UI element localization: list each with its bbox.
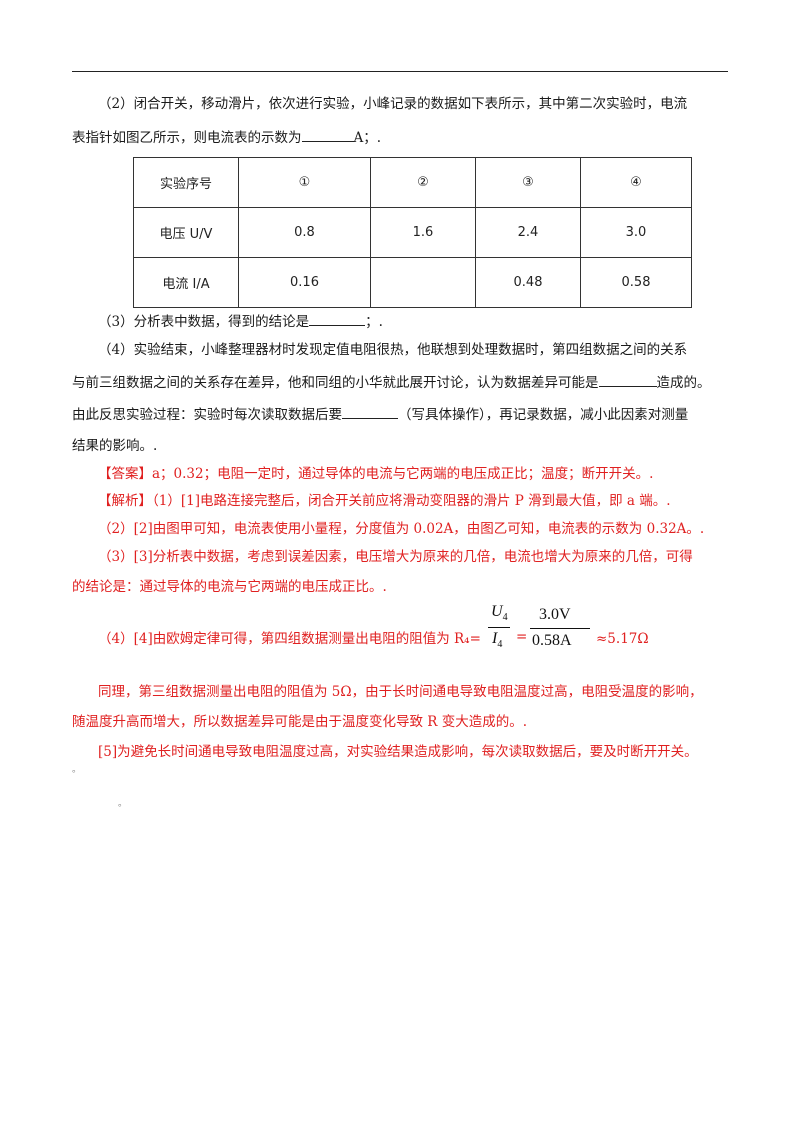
formula-fraction-values: 3.0V 0.58A: [526, 606, 594, 654]
table-cell: [370, 257, 476, 308]
analysis-p6: [5]为避免长时间通电导致电阻温度过高，对实验结果造成影响，每次读取数据后，要及…: [98, 744, 698, 760]
paragraph-mark: 。: [72, 765, 82, 775]
q4-line4: 结果的影响。.: [72, 438, 158, 454]
fraction-denominator: I4: [492, 630, 503, 651]
header-rule: [72, 71, 728, 72]
analysis-p3-line2: 的结论是：通过导体的电流与它两端的电压成正比。.: [72, 579, 387, 595]
analysis-p2: （2）[2]由图甲可知，电流表使用小量程，分度值为 0.02A，由图乙可知，电流…: [98, 521, 705, 537]
q3-end: ；.: [365, 314, 383, 330]
table-cell: 2.4: [475, 207, 581, 258]
table-cell: 实验序号: [133, 157, 239, 208]
table-cell: 3.0: [580, 207, 692, 258]
q3-text: （3）分析表中数据，得到的结论是: [98, 314, 310, 330]
fraction-bar: [530, 628, 590, 629]
table-cell: ③: [475, 157, 581, 208]
q3-line: （3）分析表中数据，得到的结论是 ；.: [98, 311, 383, 332]
table-cell: 0.48: [475, 257, 581, 308]
paragraph-mark: 。: [118, 799, 128, 809]
q3-answer-blank: [309, 311, 366, 326]
table-header-row: 实验序号 ① ② ③ ④: [133, 157, 692, 208]
formula-fraction-u-over-i: U4 I4: [484, 603, 514, 653]
data-table: 实验序号 ① ② ③ ④ 电压 U/V 0.8 1.6 2.4 3.0 电流 I…: [133, 157, 692, 308]
q4-line3: 由此反思实验过程：实验时每次读取数据后要 （写具体操作），再记录数据，减小此因素对…: [72, 404, 688, 425]
table-cell: 电流 I/A: [133, 257, 239, 308]
q4-line1: （4）实验结束，小峰整理器材时发现定值电阻很热，他联想到处理数据时，第四组数据之…: [98, 342, 688, 358]
q4-answer-blank-1: [598, 372, 657, 387]
analysis-line1: 【解析】（1）[1]电路连接完整后，闭合开关前应将滑动变阻器的滑片 P 滑到最大…: [98, 491, 671, 511]
table-cell: 0.16: [238, 257, 371, 308]
fraction-numerator: U4: [491, 603, 508, 624]
table-cell: 0.8: [238, 207, 371, 258]
analysis-p5-line1: 同理，第三组数据测量出电阻的阻值为 5Ω，由于长时间通电导致电阻温度过高，电阻受…: [98, 684, 703, 700]
answer-line: 【答案】a；0.32；电阻一定时，通过导体的电流与它两端的电压成正比；温度；断开…: [98, 464, 653, 484]
answer-text: a；0.32；电阻一定时，通过导体的电流与它两端的电压成正比；温度；断开开关。.: [152, 466, 654, 482]
analysis-p3-line1: （3）[3]分析表中数据，考虑到误差因素，电压增大为原来的几倍，电流也增大为原来…: [98, 549, 693, 565]
q4-line3-text: 由此反思实验过程：实验时每次读取数据后要: [72, 407, 342, 423]
q2-line2: 表指针如图乙所示，则电流表的示数为 A；.: [72, 127, 381, 148]
q4-line2: 与前三组数据之间的关系存在差异，他和同组的小华就此展开讨论，认为数据差异可能是 造…: [72, 372, 711, 393]
table-cell: 1.6: [370, 207, 476, 258]
q4-answer-blank-2: [342, 404, 398, 419]
table-cell: ①: [238, 157, 371, 208]
table-row: 电流 I/A 0.16 0.48 0.58: [133, 257, 692, 308]
q4-line2-text: 与前三组数据之间的关系存在差异，他和同组的小华就此展开讨论，认为数据差异可能是: [72, 375, 599, 391]
q4-line2-end: 造成的。: [656, 375, 711, 391]
q2-line1: （2）闭合开关，移动滑片，依次进行实验，小峰记录的数据如下表所示，其中第二次实验…: [98, 96, 688, 112]
analysis-p5-line2: 随温度升高而增大，所以数据差异可能是由于温度变化导致 R 变大造成的。.: [72, 714, 528, 730]
fraction-denominator: 0.58A: [532, 632, 572, 649]
q2-answer-blank: [301, 127, 354, 142]
fraction-numerator: 3.0V: [539, 606, 571, 623]
formula-result: ≈5.17Ω: [596, 631, 649, 647]
q2-line2-unit: A；.: [353, 130, 382, 146]
answer-label: 【答案】: [98, 466, 152, 482]
analysis-p4-text: （4）[4]由欧姆定律可得，第四组数据测量出电阻的阻值为 R₄=: [98, 631, 481, 647]
fraction-bar: [488, 627, 510, 628]
analysis-p1: （1）[1]电路连接完整后，闭合开关前应将滑动变阻器的滑片 P 滑到最大值，即 …: [152, 493, 671, 509]
table-cell: 电压 U/V: [133, 207, 239, 258]
q4-line3-end: （写具体操作），再记录数据，减小此因素对测量: [398, 407, 689, 423]
analysis-label: 【解析】: [98, 493, 152, 509]
formula-equals: =: [516, 629, 528, 645]
table-row: 电压 U/V 0.8 1.6 2.4 3.0: [133, 207, 692, 258]
table-cell: ④: [580, 157, 692, 208]
table-cell: ②: [370, 157, 476, 208]
table-cell: 0.58: [580, 257, 692, 308]
q2-line2-text: 表指针如图乙所示，则电流表的示数为: [72, 130, 302, 146]
